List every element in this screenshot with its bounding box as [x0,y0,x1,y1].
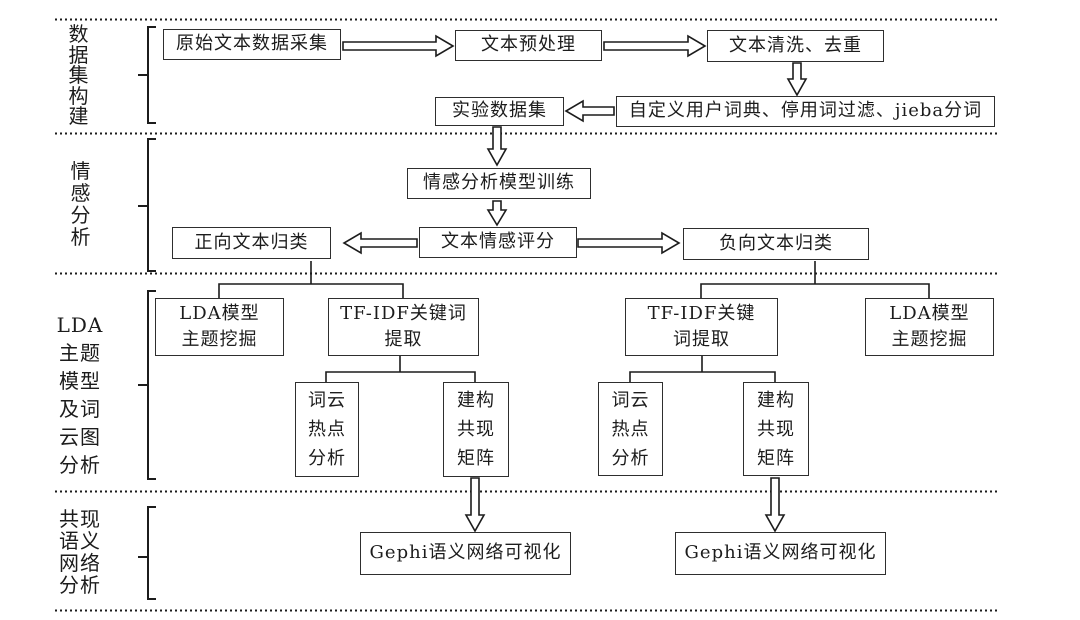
box-wordcloud-hotspot-left: 词云 热点 分析 [295,382,359,477]
box-dict-stopwords-jieba: 自定义用户词典、停用词过滤、jieba分词 [616,96,995,127]
arrow-collect-to-preprocess [342,34,455,58]
branch-tfidf-left-children [325,356,476,383]
section-label-lda-wordcloud: LDA 主题 模型 及词 云图 分析 [56,313,104,477]
box-raw-text-collection: 原始文本数据采集 [163,29,341,60]
box-sentiment-model-training: 情感分析模型训练 [407,168,591,199]
box-text-cleaning-dedup: 文本清洗、去重 [707,30,884,62]
box-cooccurrence-matrix-left: 建构 共现 矩阵 [443,382,509,477]
section-label-sentiment-analysis: 情 感 分 析 [70,159,92,249]
box-experiment-dataset: 实验数据集 [435,97,564,126]
box-tfidf-keywords-right: TF-IDF关键 词提取 [625,298,778,356]
box-tfidf-keywords-left: TF-IDF关键词 提取 [328,298,479,356]
box-negative-texts: 负向文本归类 [683,228,869,260]
box-text-preprocessing: 文本预处理 [455,30,602,61]
arrow-train-to-score [486,200,508,227]
arrow-dict-to-dataset [564,99,615,123]
box-sentiment-scoring: 文本情感评分 [419,227,577,258]
section-brace-1 [138,26,156,124]
branch-tfidf-right-children [629,356,776,383]
arrow-matrix-left-to-gephi [464,477,486,533]
arrow-preprocess-to-clean [603,34,707,58]
section-label-cooccurrence-network: 共现 语义 网络 分析 [59,507,101,597]
arrow-dataset-to-train [486,126,508,167]
box-positive-texts: 正向文本归类 [172,227,331,259]
branch-positive-to-lda-tfidf [218,261,404,298]
box-lda-topic-mining-right: LDA模型 主题挖掘 [865,298,994,356]
arrow-score-to-negative [577,231,681,255]
box-cooccurrence-matrix-right: 建构 共现 矩阵 [743,382,809,476]
box-lda-topic-mining-left: LDA模型 主题挖掘 [155,298,284,356]
arrow-matrix-right-to-gephi [764,477,786,533]
section-brace-3 [138,290,156,480]
arrow-score-to-positive [342,231,418,255]
section-brace-4 [138,506,156,600]
box-gephi-visualization-right: Gephi语义网络可视化 [675,532,886,575]
box-wordcloud-hotspot-right: 词云 热点 分析 [598,382,663,476]
box-gephi-visualization-left: Gephi语义网络可视化 [360,532,571,575]
branch-negative-to-tfidf-lda [700,261,930,298]
section-label-dataset-construction: 数 据 集 构 建 [68,22,90,128]
arrow-clean-to-dict [786,62,808,97]
section-brace-2 [138,138,156,272]
